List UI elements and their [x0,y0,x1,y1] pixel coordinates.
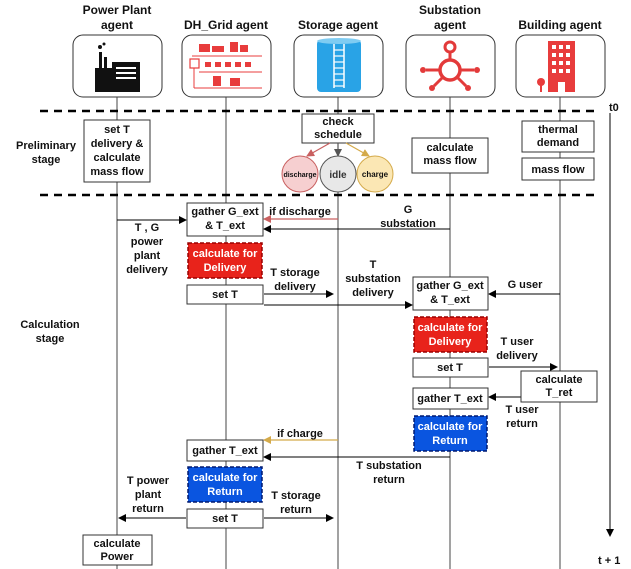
svg-text:charge: charge [362,170,389,179]
msg-if-discharge: if discharge [263,206,338,223]
power-plant-icon [72,34,163,98]
storage-tank-icon [293,34,384,98]
grid-gather-text-box: gather T_ext [186,439,264,462]
svg-text:gather G_ext& T_ext: gather G_ext& T_ext [416,280,484,306]
district-heating-grid-icon [181,34,272,98]
sub-gather-text-box: gather T_ext [412,387,489,410]
time-end-label: t + 1 [598,555,620,567]
svg-text:set T: set T [212,513,238,525]
building-mass-flow-box: mass flow [521,157,595,181]
building-icon [515,34,606,98]
svg-text:if charge: if charge [277,428,323,440]
building-agent-title: Building agent [518,18,601,32]
svg-text:gather T_ext: gather T_ext [192,445,258,457]
svg-text:gather G_ext& T_ext: gather G_ext& T_ext [191,206,259,232]
discharge-state: discharge [281,155,319,193]
svg-text:set T: set T [212,289,238,301]
svg-text:idle: idle [329,170,347,181]
svg-text:if discharge: if discharge [269,206,331,218]
time-start-label: t0 [609,102,619,114]
charge-state: charge [356,155,394,193]
svg-text:gather T_ext: gather T_ext [417,393,483,405]
msg-g-user: G user [488,279,560,298]
svg-text:mass flow: mass flow [531,164,585,176]
grid-set-t-delivery-box: set T [186,284,264,305]
grid-gather-gext-text-box: gather G_ext& T_ext [186,202,264,237]
storage-state-arrows [306,142,370,157]
sub-gather-gext-text-box: gather G_ext& T_ext [412,276,489,311]
msg-if-charge: if charge [263,428,338,444]
idle-state: idle [319,155,357,193]
svg-text:G user: G user [508,279,544,291]
svg-text:set T: set T [437,362,463,374]
grid-set-t-return-box: set T [186,508,264,529]
dh-grid-agent-title: DH_Grid agent [184,18,268,32]
svg-text:discharge: discharge [283,172,316,179]
substation-icon [405,34,496,98]
sub-set-t-box: set T [412,357,489,378]
storage-agent-title: Storage agent [298,18,378,32]
